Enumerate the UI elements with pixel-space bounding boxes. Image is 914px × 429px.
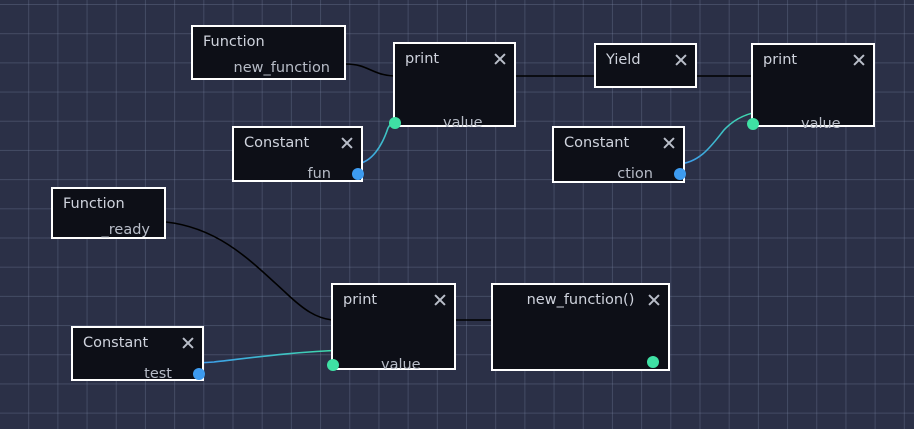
node-title-row: new_function(): [493, 285, 668, 315]
wire-const-test-to-print-bottom-value: [197, 349, 347, 364]
node-subtitle: new_function: [233, 60, 330, 76]
node-title: Function: [203, 33, 265, 50]
node-title: Constant: [244, 134, 310, 151]
close-icon[interactable]: [674, 53, 688, 67]
node-slot-value: value: [747, 111, 873, 137]
node-title-row: Function: [53, 189, 164, 219]
node-title-row: Constant: [73, 328, 202, 358]
node-title: print: [343, 291, 378, 308]
node-print-bottom[interactable]: print value: [327, 283, 456, 373]
close-icon[interactable]: [181, 336, 195, 350]
constant-value: ction: [617, 166, 653, 182]
output-port-value[interactable]: [352, 168, 364, 180]
node-slot-output: test: [73, 361, 205, 387]
node-slot-output: [493, 349, 668, 375]
node-print-top[interactable]: print value: [389, 42, 516, 131]
constant-value: test: [144, 366, 172, 382]
node-function-new-function[interactable]: Function new_function: [191, 25, 346, 80]
node-title-row: print: [333, 285, 454, 315]
node-title-row: print: [753, 45, 873, 75]
close-icon[interactable]: [493, 52, 507, 66]
node-yield[interactable]: Yield: [594, 43, 697, 88]
node-new-function-call[interactable]: new_function(): [491, 283, 670, 371]
output-port-return[interactable]: [647, 356, 659, 368]
input-port-value[interactable]: [389, 117, 401, 129]
node-title: print: [405, 50, 440, 67]
close-icon[interactable]: [647, 293, 661, 307]
node-title: print: [763, 51, 798, 68]
wire-func-ready-to-print-bottom: [165, 221, 333, 321]
node-constant-ction[interactable]: Constant ction: [552, 126, 686, 183]
node-title-row: Function: [193, 27, 344, 57]
node-title: Constant: [564, 134, 630, 151]
constant-value: fun: [307, 166, 332, 182]
node-slot-output: ction: [554, 161, 686, 187]
close-icon[interactable]: [340, 136, 354, 150]
node-subtitle-row: _ready: [53, 219, 164, 241]
node-title: Function: [63, 195, 125, 212]
node-title: Yield: [606, 51, 641, 68]
output-port-value[interactable]: [674, 168, 686, 180]
close-icon[interactable]: [433, 293, 447, 307]
slot-label-value: value: [801, 116, 841, 132]
node-title: Constant: [83, 334, 149, 351]
input-port-value[interactable]: [327, 359, 339, 371]
node-slot-value: value: [389, 110, 514, 136]
output-port-value[interactable]: [193, 368, 205, 380]
close-icon[interactable]: [662, 136, 676, 150]
node-title-row: print: [395, 44, 514, 74]
input-port-value[interactable]: [747, 118, 759, 130]
node-title-row: Constant: [234, 128, 361, 158]
node-title-row: Constant: [554, 128, 683, 158]
wire-func-new-to-print-top: [345, 63, 395, 77]
node-title-row: Yield: [596, 45, 695, 75]
node-function-ready[interactable]: Function _ready: [51, 187, 166, 239]
node-title: new_function(): [526, 291, 635, 308]
close-icon[interactable]: [852, 53, 866, 67]
slot-label-value: value: [381, 357, 421, 373]
node-constant-fun[interactable]: Constant fun: [232, 126, 364, 182]
node-slot-value: value: [327, 352, 454, 378]
node-subtitle-row: new_function: [193, 57, 344, 79]
node-subtitle: _ready: [101, 222, 150, 238]
node-constant-test[interactable]: Constant test: [71, 326, 205, 382]
node-print-right[interactable]: print value: [747, 43, 875, 132]
node-slot-output: fun: [234, 161, 364, 187]
slot-label-value: value: [443, 115, 483, 131]
